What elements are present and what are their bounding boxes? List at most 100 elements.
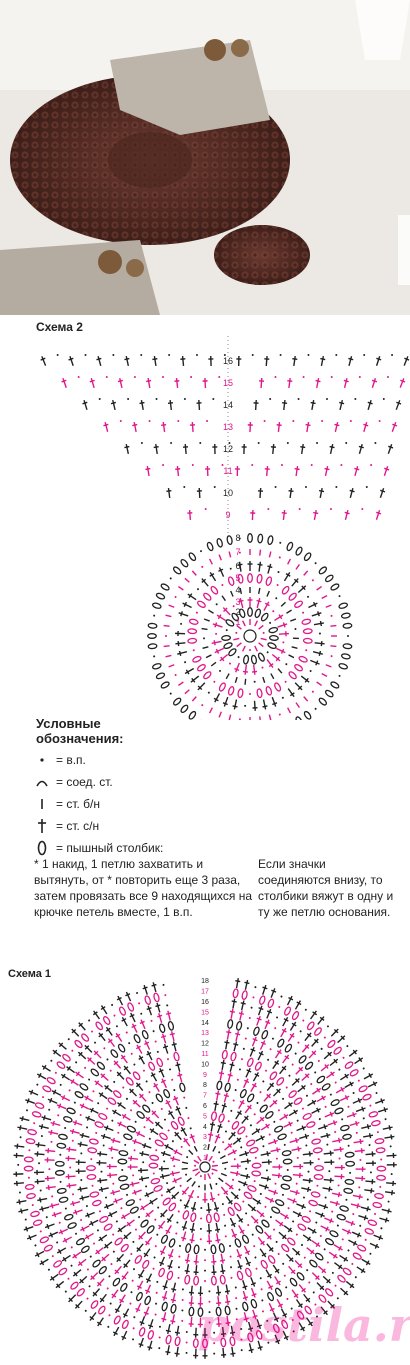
stitch-symbol	[184, 667, 195, 675]
stitch-symbol	[268, 1133, 271, 1136]
stitch-symbol	[230, 1051, 237, 1062]
stitch-symbol	[288, 487, 294, 499]
stitch-symbol	[330, 624, 337, 627]
stitch-symbol	[267, 1255, 276, 1264]
stitch-symbol	[174, 1346, 180, 1357]
stitch-symbol	[364, 1238, 367, 1241]
stitch-symbol	[191, 1181, 196, 1187]
stitch-symbol	[104, 1084, 113, 1093]
stitch-symbol	[127, 1164, 138, 1170]
stitch-symbol	[232, 605, 235, 608]
stitch-symbol	[349, 1069, 359, 1077]
stitch-symbol	[290, 618, 297, 622]
stitch-symbol	[39, 1258, 49, 1266]
stitch-symbol	[179, 1199, 182, 1202]
stitch-symbol	[184, 1253, 191, 1264]
stitch-symbol	[215, 632, 218, 635]
stitch-symbol	[255, 1267, 258, 1270]
stitch-symbol	[250, 1082, 257, 1092]
stitch-symbol	[256, 688, 263, 699]
stitch-symbol	[359, 1224, 362, 1227]
stitch-symbol	[318, 632, 321, 635]
stitch-symbol	[338, 663, 349, 670]
stitch-symbol	[343, 1187, 354, 1194]
stitch-symbol	[316, 442, 319, 444]
stitch-symbol	[177, 1210, 180, 1213]
stitch-symbol	[336, 1224, 339, 1227]
row-number: 17	[201, 989, 209, 996]
stitch-symbol	[49, 1273, 59, 1281]
stitch-symbol	[193, 1265, 199, 1276]
stitch-symbol	[64, 1290, 67, 1293]
arc-icon	[34, 774, 50, 790]
stitch-symbol	[339, 1205, 349, 1212]
stitch-symbol	[90, 1300, 99, 1309]
stitch-symbol	[136, 991, 139, 994]
stitch-symbol	[247, 1203, 257, 1212]
stitch-symbol	[181, 1220, 188, 1231]
stitch-symbol	[205, 1154, 208, 1161]
stitch-symbol	[177, 650, 188, 657]
stitch-symbol	[74, 1039, 83, 1049]
stitch-symbol	[338, 1068, 341, 1071]
stitch-symbol	[294, 664, 304, 672]
stitch-symbol	[285, 1086, 288, 1089]
stitch-symbol	[137, 1269, 145, 1279]
stitch-symbol	[268, 1138, 278, 1145]
stitch-symbol	[274, 682, 282, 692]
stitch-symbol	[270, 443, 276, 455]
stitch-symbol	[107, 1172, 118, 1178]
stitch-symbol	[100, 1005, 108, 1015]
stitch-symbol	[371, 1120, 381, 1127]
stitch-symbol	[148, 420, 151, 422]
stitch-symbol	[181, 1186, 190, 1196]
stitch-symbol	[187, 628, 198, 635]
stitch-symbol	[148, 1091, 151, 1094]
stitch-symbol	[302, 1113, 312, 1120]
stitch-symbol	[55, 1280, 65, 1289]
stitch-symbol	[129, 1181, 140, 1187]
stitch-symbol	[132, 1071, 141, 1081]
stitch-symbol	[300, 1243, 303, 1246]
stitch-symbol	[240, 1146, 243, 1149]
stitch-symbol	[335, 354, 338, 356]
stitch-symbol	[341, 1118, 344, 1121]
stitch-symbol	[386, 1152, 397, 1159]
stitch-symbol	[354, 1057, 364, 1065]
stitch-symbol	[103, 1016, 111, 1025]
stitch-symbol	[247, 573, 253, 583]
stitch-symbol	[102, 1144, 105, 1147]
stitch-symbol	[274, 1287, 283, 1297]
stitch-symbol	[236, 1248, 243, 1259]
stitch-symbol	[208, 1131, 214, 1142]
stitch-symbol	[304, 1305, 312, 1315]
stitch-symbol	[281, 1193, 284, 1196]
stitch-symbol	[379, 1185, 382, 1188]
stitch-symbol	[272, 1264, 280, 1274]
stitch-symbol	[152, 1172, 155, 1175]
stitch-symbol	[259, 1104, 268, 1113]
stitch-symbol	[252, 1072, 260, 1082]
stitch-symbol	[54, 1071, 57, 1074]
stitch-symbol	[257, 533, 264, 544]
stitch-symbol	[192, 649, 195, 652]
stitch-symbol	[395, 400, 402, 410]
stitch-symbol	[79, 1275, 88, 1284]
stitch-symbol	[304, 1061, 314, 1070]
stitch-symbol	[272, 1323, 280, 1334]
stitch-symbol	[273, 1120, 276, 1123]
stitch-symbol	[326, 1025, 329, 1028]
stitch-symbol	[150, 1072, 158, 1082]
stitch-symbol	[187, 1189, 195, 1200]
stitch-symbol	[159, 1132, 168, 1141]
stitch-symbol	[66, 1107, 76, 1115]
stitch-symbol	[140, 442, 143, 444]
stitch-symbol	[270, 988, 277, 998]
stitch-symbol	[312, 1147, 323, 1154]
stitch-symbol	[13, 1152, 24, 1159]
stitch-symbol	[91, 1030, 94, 1033]
stitch-symbol	[61, 378, 67, 388]
stitch-symbol	[227, 1072, 233, 1083]
stitch-symbol	[339, 1095, 350, 1102]
row-number: 11	[201, 1051, 208, 1058]
